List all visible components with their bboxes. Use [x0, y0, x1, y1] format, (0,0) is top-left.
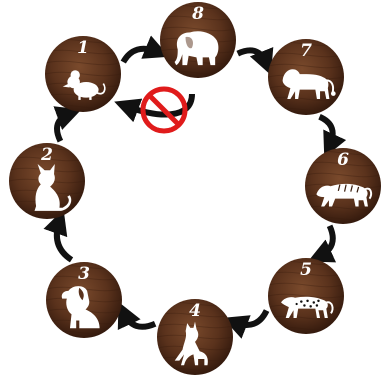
cycle-node: 3	[46, 262, 122, 338]
cycle-node: 1	[45, 36, 121, 112]
node-number: 5	[300, 260, 312, 280]
node-number: 2	[40, 145, 53, 165]
cycle-arrow	[57, 114, 70, 141]
cycle-arrow	[234, 311, 266, 325]
cycle-arrow	[57, 221, 72, 260]
cycle-arrow	[124, 313, 155, 327]
cycle-node: 5	[268, 258, 344, 334]
node-number: 4	[189, 301, 201, 321]
node-number: 1	[77, 38, 89, 58]
node-number: 7	[300, 41, 312, 61]
cycle-node: 8	[160, 2, 236, 78]
cycle-node: 4	[157, 299, 233, 375]
cycle-arrow	[320, 117, 333, 146]
node-number: 6	[337, 150, 349, 170]
cycle-arrow	[319, 226, 332, 256]
forbidden-link	[126, 89, 192, 131]
cycle-node: 7	[268, 39, 344, 115]
cycle-arrow	[238, 50, 267, 63]
node-number: 8	[191, 4, 204, 24]
cycle-node: 2	[9, 143, 85, 219]
node-layer: 1 2 3 4 5 6 7 8	[9, 2, 381, 375]
node-number: 3	[78, 264, 90, 284]
cycle-node: 6	[305, 148, 381, 224]
cycle-arrow	[123, 49, 157, 62]
